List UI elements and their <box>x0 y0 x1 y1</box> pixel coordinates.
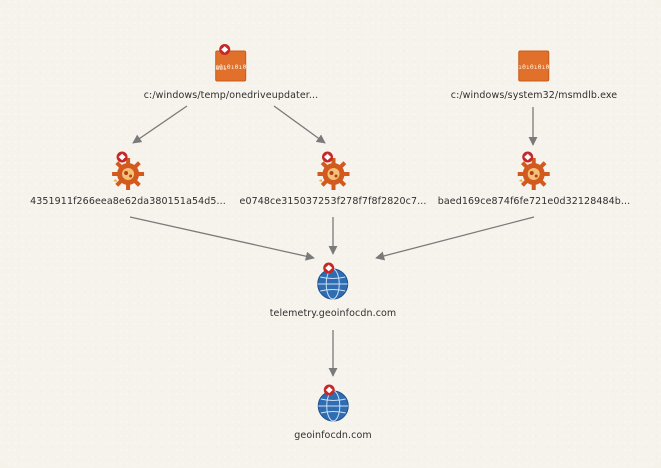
node-file-msmdlb[interactable]: ı0ı0ı0ı0 c:/windows/system32/msmdlb.exe <box>451 44 617 101</box>
node-label: baed169ce874f6fe721e0d32128484b... <box>437 196 631 207</box>
file-icon-text: ı0ı0ı0ı0 <box>518 63 549 71</box>
node-domain-geoinfocdn[interactable]: geoinfocdn.com <box>294 384 372 441</box>
node-hash-4351911f[interactable]: 4351911f266eea8e62da380151a54d5... <box>30 150 226 207</box>
node-label: geoinfocdn.com <box>294 430 372 441</box>
node-hash-baed169c[interactable]: baed169ce874f6fe721e0d32128484b... <box>438 150 631 207</box>
file-icon-badge-text: Ooı <box>216 65 227 72</box>
threat-badge-icon <box>321 151 333 163</box>
edge-hash_1-to-domain_telemetry <box>129 216 315 261</box>
threat-badge-icon <box>522 151 534 163</box>
domain-globe-icon <box>313 384 353 424</box>
threat-badge-icon <box>116 151 128 163</box>
node-label: 4351911f266eea8e62da380151a54d5... <box>30 196 226 207</box>
node-domain-telemetry[interactable]: telemetry.geoinfocdn.com <box>270 262 397 319</box>
threat-badge-icon <box>323 262 335 274</box>
file-icon-text: ı0ı0ı0ı0 <box>215 63 246 71</box>
node-hash-e0748ce3[interactable]: e0748ce315037253f278f7f8f2820c7... <box>240 150 427 207</box>
node-label: c:/windows/system32/msmdlb.exe <box>450 90 618 101</box>
executable-file-icon: ı0ı0ı0ı0 <box>514 44 554 84</box>
malware-hash-icon <box>313 150 353 190</box>
malware-hash-icon <box>108 150 148 190</box>
node-label: telemetry.geoinfocdn.com <box>269 308 397 319</box>
domain-globe-icon <box>313 262 353 302</box>
malware-hash-icon <box>514 150 554 190</box>
node-label: e0748ce315037253f278f7f8f2820c7... <box>239 196 427 207</box>
node-file-onedriveupdater[interactable]: ı0ı0ı0ı0 Ooı c:/windows/temp/onedriveupd… <box>144 44 319 101</box>
node-label: c:/windows/temp/onedriveupdater... <box>143 90 319 101</box>
threat-badge-icon <box>323 384 335 396</box>
threat-badge-icon <box>219 44 231 55</box>
edge-file_onedrive-to-hash_1 <box>132 105 188 144</box>
edge-file_onedrive-to-hash_2 <box>273 105 326 144</box>
executable-file-icon: ı0ı0ı0ı0 Ooı <box>211 44 251 84</box>
edge-hash_3-to-domain_telemetry <box>375 216 535 261</box>
